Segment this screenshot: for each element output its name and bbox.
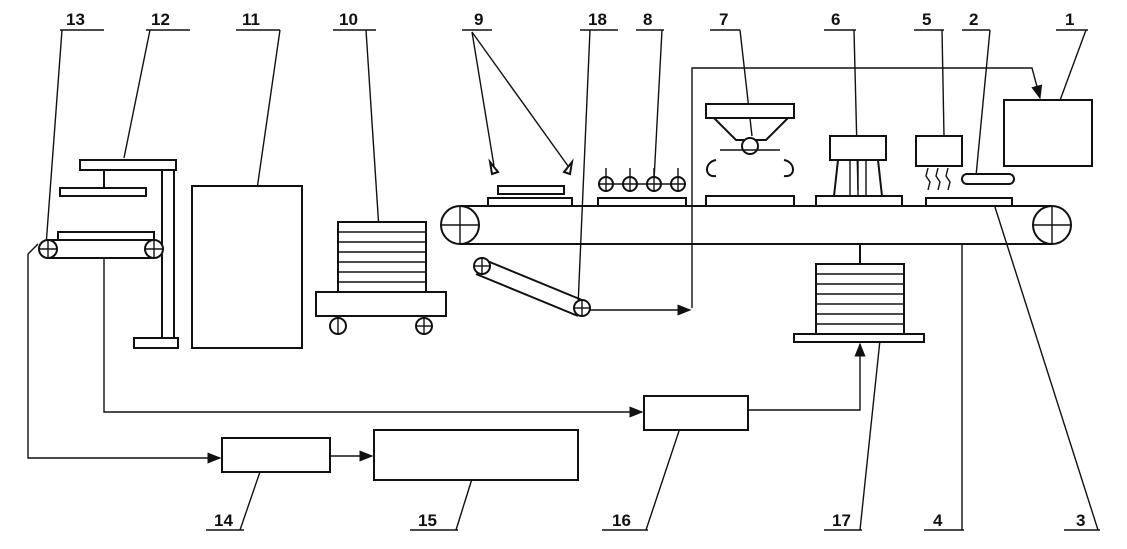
label-17: 17 [832, 511, 851, 530]
label-3: 3 [1076, 511, 1085, 530]
label-7: 7 [719, 10, 728, 29]
frame-12 [57, 159, 179, 349]
label-6: 6 [831, 10, 840, 29]
inclined-conveyor-18 [473, 257, 692, 317]
unit-15 [373, 429, 579, 481]
label-10: 10 [339, 10, 358, 29]
label-16: 16 [612, 511, 631, 530]
label-4: 4 [933, 511, 943, 530]
label-14: 14 [214, 511, 233, 530]
small-conveyor-13 [38, 239, 164, 259]
label-1: 1 [1065, 10, 1074, 29]
label-11: 11 [242, 10, 260, 29]
label-8: 8 [643, 10, 652, 29]
controller-1 [691, 67, 1093, 308]
label-2: 2 [969, 10, 978, 29]
unit-14 [221, 437, 331, 473]
dispenser-5 [915, 135, 963, 191]
roller-set-8 [598, 168, 686, 192]
label-5: 5 [922, 10, 931, 29]
trolley-10 [315, 221, 447, 335]
signal-lines [27, 243, 866, 464]
unit-16 [643, 395, 749, 431]
press-6 [829, 135, 887, 197]
label-15: 15 [418, 511, 437, 530]
cabinet-11 [191, 185, 303, 349]
label-12: 12 [151, 10, 170, 29]
pallets [487, 195, 1013, 207]
hopper-7 [705, 103, 795, 178]
label-13: 13 [66, 10, 85, 29]
sensor-2 [961, 173, 1015, 185]
label-18: 18 [588, 10, 607, 29]
label-9: 9 [474, 10, 483, 29]
gripper-unit-9 [488, 158, 574, 195]
callout-labels: 13 12 11 10 9 18 8 7 6 5 2 1 14 15 16 17… [60, 10, 1100, 531]
main-conveyor [440, 205, 1072, 245]
stacking-platform-17 [793, 244, 925, 343]
